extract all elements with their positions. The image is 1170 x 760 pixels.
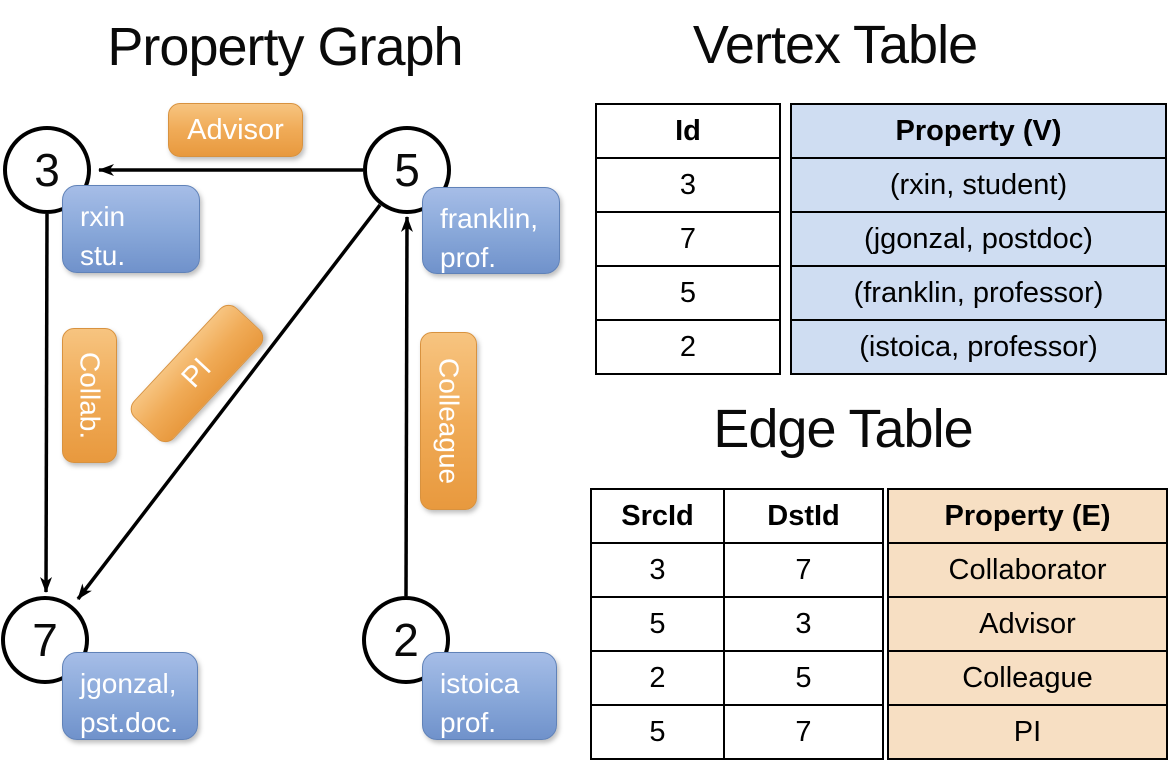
graph-node-3: 3 [3, 126, 91, 214]
edge-table-src-cell: 2 [590, 650, 725, 706]
edge-table-dst-cell: 3 [723, 596, 884, 652]
edge-table-src-cell: 5 [590, 704, 725, 760]
vertex-property-box-jgonzal: jgonzal, pst.doc. [62, 652, 198, 740]
vertex-property-line: stu. [80, 240, 126, 271]
edge-pi-5-to-7 [76, 203, 382, 601]
graph-node-5: 5 [363, 126, 451, 214]
vertex-table-id-cell: 5 [595, 265, 781, 321]
edge-table-property-cell: Advisor [887, 596, 1168, 652]
vertex-property-line: rxin [80, 201, 126, 232]
vertex-property-box-franklin: franklin, prof. [422, 187, 560, 274]
edge-label-advisor: Advisor [168, 103, 303, 157]
edge-table-src-cell: 5 [590, 596, 725, 652]
node-id-label: 2 [393, 614, 419, 666]
node-id-label: 7 [32, 614, 58, 666]
vertex-table-property-cell: (rxin, student) [790, 157, 1167, 213]
vertex-table-property-cell: (istoica, professor) [790, 319, 1167, 375]
vertex-property-line: jgonzal, [80, 668, 177, 699]
edge-table-dst-cell: 7 [723, 542, 884, 598]
vertex-table-property-cell: (franklin, professor) [790, 265, 1167, 321]
edge-label-colleague: Colleague [420, 332, 477, 510]
vertex-table-title: Vertex Table [692, 15, 978, 75]
vertex-property-box-rxin: rxin stu. [62, 185, 200, 273]
edge-table-dst-cell: 7 [723, 704, 884, 760]
edge-collab-3-to-7 [40, 213, 53, 593]
edge-label-collab: Collab. [62, 328, 117, 463]
vertex-property-box-istoica: istoica prof. [422, 652, 557, 740]
vertex-table-property-column: Property (V) (rxin, student) (jgonzal, p… [790, 103, 1167, 375]
graph-edges-svg [40, 164, 413, 601]
vertex-table-property-header: Property (V) [790, 103, 1167, 159]
edge-colleague-2-to-5 [400, 216, 413, 597]
edge-table-title: Edge Table [713, 399, 973, 459]
edge-table-property-column: Property (E) Collaborator Advisor Collea… [887, 488, 1168, 760]
vertex-table-id-header: Id [595, 103, 781, 159]
vertex-table-id-cell: 3 [595, 157, 781, 213]
edge-table-property-cell: Collaborator [887, 542, 1168, 598]
vertex-property-line: istoica [440, 668, 520, 699]
vertex-property-line: prof. [440, 707, 497, 738]
vertex-property-line: prof. [440, 242, 497, 273]
node-id-label: 5 [394, 144, 420, 196]
edge-table-property-cell: Colleague [887, 650, 1168, 706]
edge-table-id-columns: SrcId DstId 3 7 5 3 2 5 5 7 [590, 488, 884, 760]
node-id-label: 3 [34, 144, 60, 196]
vertex-property-line: franklin, [440, 203, 539, 234]
vertex-table-property-cell: (jgonzal, postdoc) [790, 211, 1167, 267]
edge-table-src-header: SrcId [590, 488, 725, 544]
edge-table-property-header: Property (E) [887, 488, 1168, 544]
edge-table-src-cell: 3 [590, 542, 725, 598]
vertex-table-id-column: Id 3 7 5 2 [595, 103, 781, 375]
vertex-table-id-cell: 7 [595, 211, 781, 267]
edge-table-dst-header: DstId [723, 488, 884, 544]
edge-table-property-cell: PI [887, 704, 1168, 760]
vertex-property-line: pst.doc. [80, 707, 179, 738]
vertex-table-id-cell: 2 [595, 319, 781, 375]
edge-table-dst-cell: 5 [723, 650, 884, 706]
property-graph-title: Property Graph [107, 17, 463, 77]
